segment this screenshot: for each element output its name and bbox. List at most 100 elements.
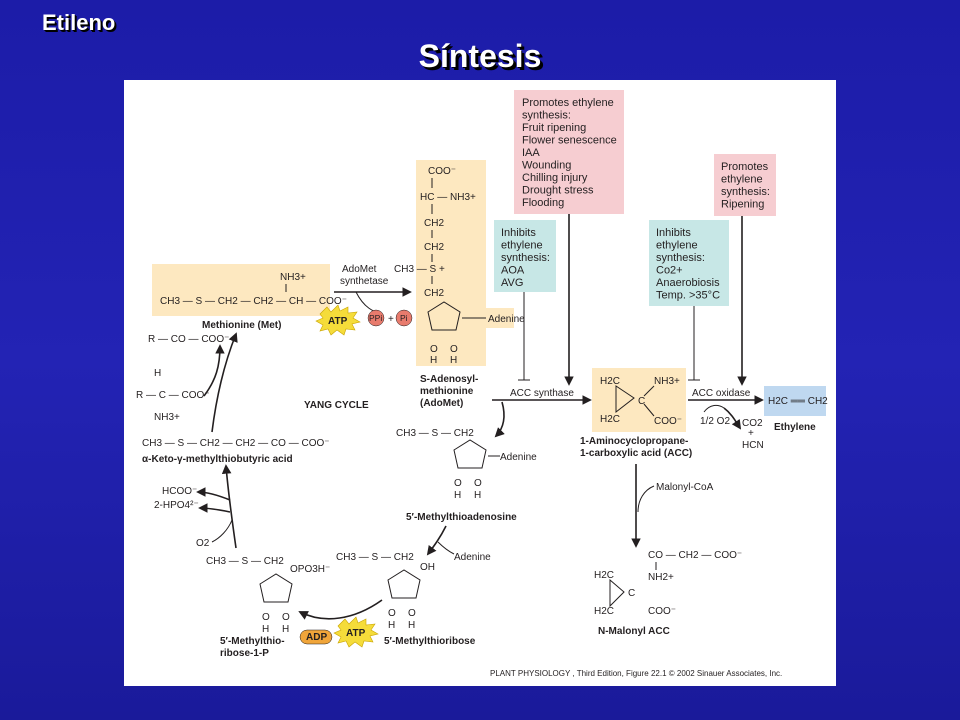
inhibits2-line: ethylene bbox=[656, 240, 698, 252]
promotes-text-1: Promotes ethylene synthesis: Fruit ripen… bbox=[522, 97, 617, 209]
half-o2-label: 1/2 O2 bbox=[700, 416, 730, 427]
ethylene-synthesis-figure: Promotes ethylene synthesis: Fruit ripen… bbox=[124, 80, 836, 686]
inhibits2-line: Temp. >35°C bbox=[656, 290, 720, 302]
mtrp-oh: O bbox=[282, 612, 290, 623]
promotes1-line: Wounding bbox=[522, 160, 571, 172]
mtr-name: 5′-Methylthioribose bbox=[384, 636, 476, 647]
adomet-ch2b: CH2 bbox=[424, 242, 444, 253]
acc-name: 1-Aminocyclopropane- bbox=[580, 436, 688, 447]
hcoo-label: HCOO⁻ bbox=[162, 486, 197, 497]
mtr-oh: OH bbox=[420, 562, 435, 573]
adomet-name: methionine bbox=[420, 386, 474, 397]
adomet-ch3s: CH3 — S + bbox=[394, 264, 445, 275]
acc-h2c: H2C bbox=[600, 414, 620, 425]
promotes1-line: Chilling injury bbox=[522, 172, 588, 184]
promotes2-line: Ripening bbox=[721, 199, 764, 211]
promotes1-line: IAA bbox=[522, 147, 540, 159]
plus-sign: + bbox=[388, 314, 394, 325]
mtr-oh: H bbox=[388, 620, 395, 631]
keto-acid: R — CO — COO⁻ bbox=[148, 334, 229, 345]
acc-c: C bbox=[638, 396, 645, 407]
acc-box bbox=[592, 368, 686, 432]
pathway-diagram: Promotes ethylene synthesis: Fruit ripen… bbox=[136, 90, 828, 678]
inhibits1-line: synthesis: bbox=[501, 252, 550, 264]
mtrp-oh: H bbox=[282, 624, 289, 635]
methionine-formula: CH3 — S — CH2 — CH2 — CH — COO⁻ bbox=[160, 296, 347, 307]
methionine-nh3: NH3+ bbox=[280, 272, 306, 283]
adomet-oh: H bbox=[450, 355, 457, 366]
mta-oh: O bbox=[454, 478, 462, 489]
slide-title: Síntesis bbox=[418, 38, 542, 74]
methionine-box bbox=[152, 264, 330, 316]
promotes-box-2 bbox=[714, 154, 776, 216]
ethylene-box bbox=[764, 386, 826, 416]
figure-credit: PLANT PHYSIOLOGY , Third Edition, Figure… bbox=[490, 669, 782, 678]
keto-name: α-Keto-γ-methylthiobutyric acid bbox=[142, 454, 293, 465]
atp-label-2: ATP bbox=[346, 628, 366, 639]
adomet-oh: H bbox=[430, 355, 437, 366]
acc-coo: COO⁻ bbox=[654, 416, 682, 427]
promotes2-line: ethylene bbox=[721, 174, 763, 186]
adomet-name: (AdoMet) bbox=[420, 398, 463, 409]
mtrp-formula: CH3 — S — CH2 bbox=[206, 556, 284, 567]
promotes1-line: Promotes ethylene bbox=[522, 97, 614, 109]
acc-name: 1-carboxylic acid (ACC) bbox=[580, 448, 692, 459]
mtrp-name: 5′-Methylthio- bbox=[220, 636, 285, 647]
adomet-coo: COO⁻ bbox=[428, 166, 456, 177]
amino-acid-r: R — C — COO⁻ bbox=[136, 390, 210, 401]
adomet-box bbox=[416, 160, 486, 366]
adomet-ribose-ring bbox=[427, 301, 461, 331]
ethylene-name: Ethylene bbox=[774, 422, 816, 433]
adomet-hc: HC — NH3+ bbox=[420, 192, 476, 203]
inhibits2-line: synthesis: bbox=[656, 252, 705, 264]
mtr-formula: CH3 — S — CH2 bbox=[336, 552, 414, 563]
inhibits-box-1 bbox=[494, 220, 556, 292]
mta-oh: H bbox=[474, 490, 481, 501]
adomet-ch2a: CH2 bbox=[424, 218, 444, 229]
mtrp-opo3: OPO3H⁻ bbox=[290, 564, 330, 575]
inhibits2-line: Anaerobiosis bbox=[656, 277, 720, 289]
methionine-name: Methionine (Met) bbox=[202, 320, 281, 331]
adomet-name: S-Adenosyl- bbox=[420, 374, 478, 385]
inhibits2-line: Inhibits bbox=[656, 227, 691, 239]
mtr-oh: H bbox=[408, 620, 415, 631]
atp-label: ATP bbox=[328, 316, 348, 327]
malonyl-coo: COO⁻ bbox=[648, 606, 676, 617]
keto-formula: CH3 — S — CH2 — CH2 — CO — COO⁻ bbox=[142, 438, 330, 449]
promotes2-line: Promotes bbox=[721, 161, 769, 173]
adomet-adenine: Adenine bbox=[488, 314, 525, 325]
malonyl-nh2: NH2+ bbox=[648, 572, 674, 583]
atp-starburst-2 bbox=[333, 616, 379, 648]
adomet-ch2c: CH2 bbox=[424, 288, 444, 299]
inhibits-box-2 bbox=[649, 220, 729, 306]
hcn-label: HCN bbox=[742, 440, 764, 451]
adenine-out: Adenine bbox=[454, 552, 491, 563]
amino-acid-h: H bbox=[154, 368, 161, 379]
adomet-synthetase-label: synthetase bbox=[340, 276, 389, 287]
acc-h2c: H2C bbox=[600, 376, 620, 387]
mta-ribose-ring bbox=[453, 439, 487, 469]
promotes1-line: Fruit ripening bbox=[522, 122, 586, 134]
ethylene-formula: H2C ══ CH2 bbox=[768, 396, 828, 407]
adomet-oh: O bbox=[450, 344, 458, 355]
promotes1-line: Flower senescence bbox=[522, 135, 617, 147]
yang-cycle-label: YANG CYCLE bbox=[304, 400, 369, 411]
promotes2-line: synthesis: bbox=[721, 186, 770, 198]
hpo4-label: 2-HPO4²⁻ bbox=[154, 500, 199, 511]
mtrp-oh: H bbox=[262, 624, 269, 635]
promotes1-line: Flooding bbox=[522, 197, 564, 209]
pi-label: Pi bbox=[400, 313, 408, 323]
promotes-text-2: Promotes ethylene synthesis: Ripening bbox=[721, 161, 770, 211]
inhibits1-line: AVG bbox=[501, 277, 523, 289]
inhibits1-line: ethylene bbox=[501, 240, 543, 252]
inhibits1-line: Inhibits bbox=[501, 227, 536, 239]
malonyl-h2c: H2C bbox=[594, 570, 614, 581]
amino-acid-nh3: NH3+ bbox=[154, 412, 180, 423]
acc-nh3: NH3+ bbox=[654, 376, 680, 387]
adomet-oh: O bbox=[430, 344, 438, 355]
mta-formula: CH3 — S — CH2 bbox=[396, 428, 474, 439]
mta-adenine: Adenine bbox=[500, 452, 537, 463]
inhibits-text-1: Inhibits ethylene synthesis: AOA AVG bbox=[501, 227, 550, 289]
atp-starburst bbox=[315, 304, 361, 336]
acc-synthase-label: ACC synthase bbox=[510, 388, 574, 399]
